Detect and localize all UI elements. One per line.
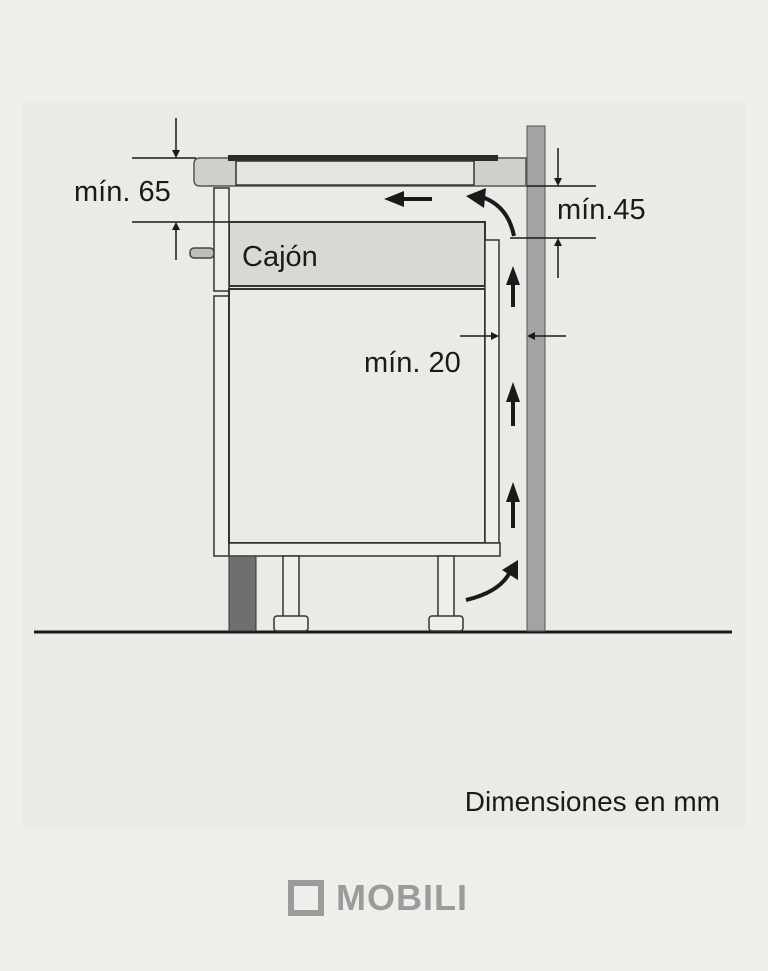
- cabinet-front-lower: [213, 295, 230, 557]
- airflow-arrows: [384, 188, 520, 602]
- cabinet-bottom: [228, 542, 501, 557]
- cabinet-back-panel: [484, 239, 500, 544]
- airflow-arrow-up: [506, 382, 520, 426]
- label-min-top: mín. 65: [74, 176, 171, 208]
- hob-glass: [228, 155, 498, 161]
- airflow-arrow-curve-bottom: [465, 560, 518, 602]
- plinth: [228, 555, 257, 632]
- brand-name: MOBILI: [336, 877, 468, 918]
- label-drawer: Cajón: [242, 241, 318, 273]
- airflow-arrow-curve-top: [466, 188, 516, 237]
- airflow-arrow-up: [506, 482, 520, 528]
- square-outline-icon: [288, 880, 324, 916]
- drawer-handle: [189, 247, 215, 259]
- hob-body: [235, 160, 475, 186]
- leg-right-foot: [428, 615, 464, 632]
- units-note: Dimensiones en mm: [464, 786, 720, 817]
- airflow-arrow-left: [384, 191, 432, 207]
- leg-left-foot: [273, 615, 309, 632]
- leg-left: [282, 555, 300, 619]
- label-min-gap: mín. 20: [364, 347, 461, 379]
- leg-right: [437, 555, 455, 619]
- cabinet-body: [228, 288, 486, 544]
- airflow-arrow-up: [506, 266, 520, 307]
- brand-logo: MOBILI: [288, 877, 468, 918]
- cabinet-front-upper: [213, 187, 230, 292]
- wall: [526, 125, 546, 632]
- label-min-right: mín.45: [557, 194, 646, 226]
